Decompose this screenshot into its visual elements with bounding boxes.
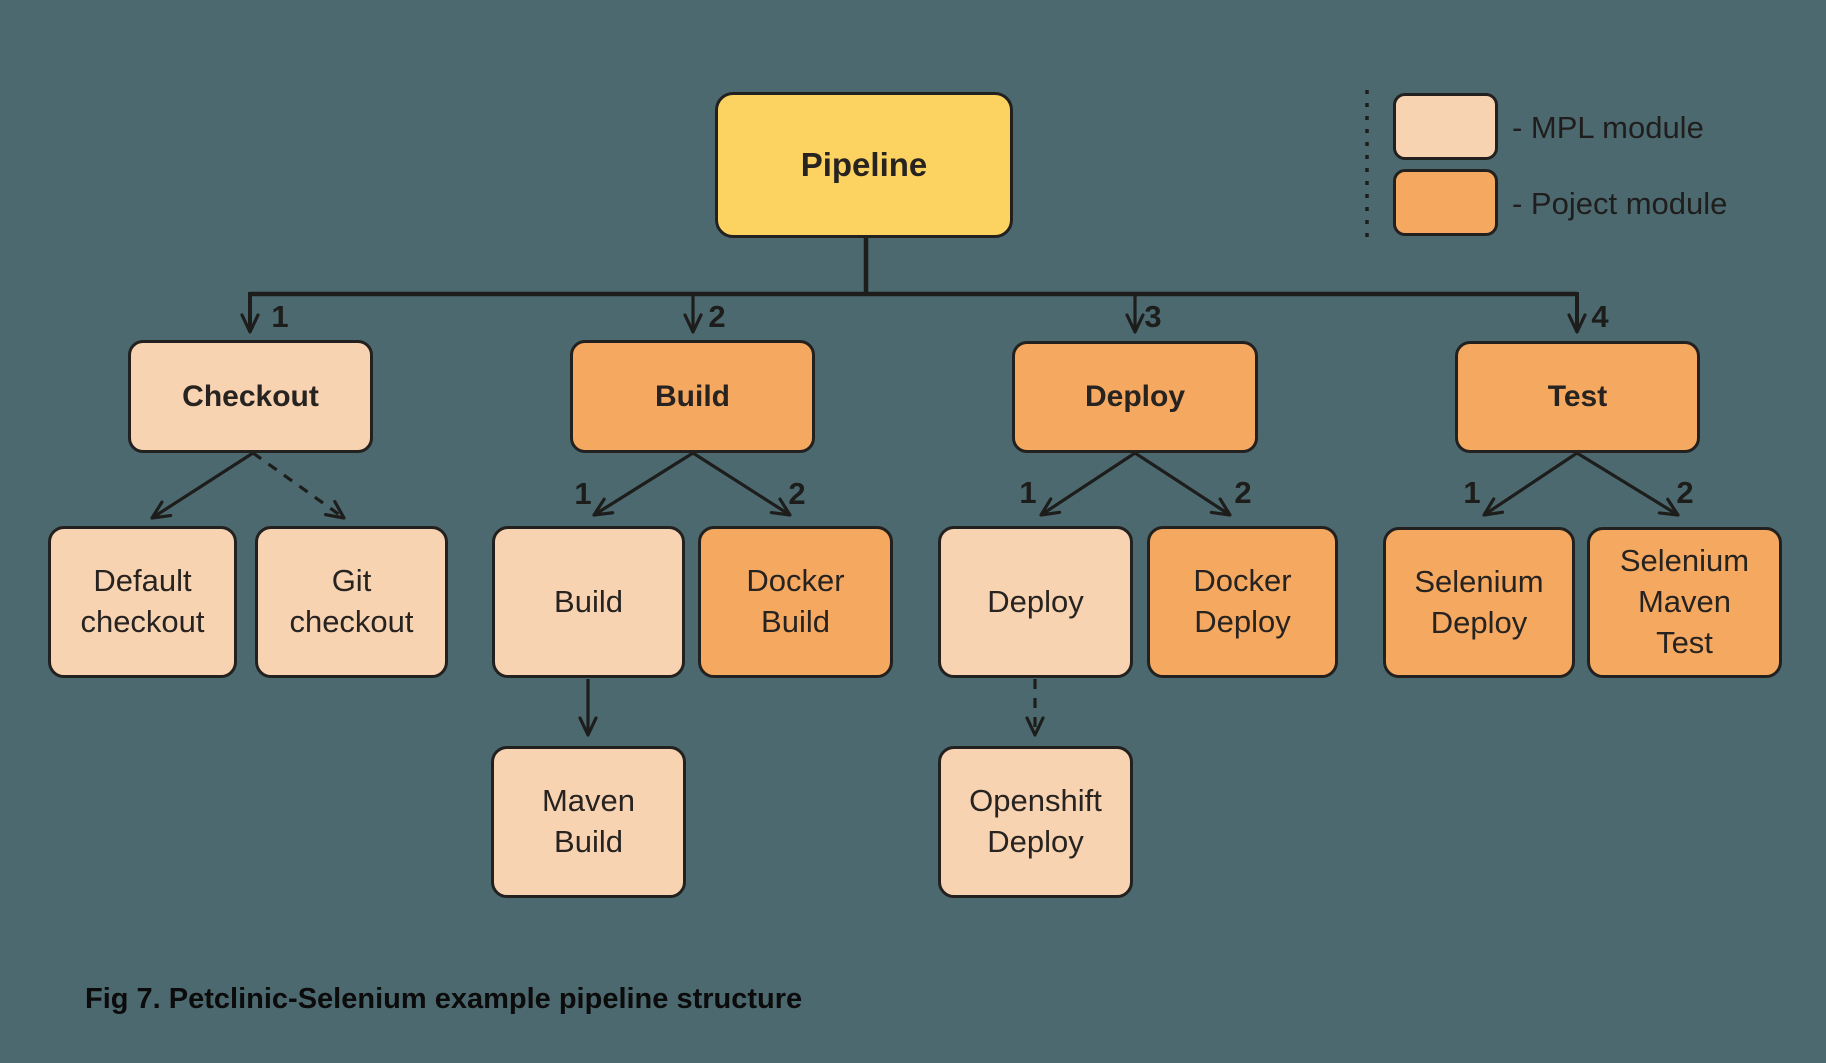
edge-label-stage-4: 4 xyxy=(1591,299,1609,334)
edge-label-stage-3: 3 xyxy=(1144,299,1162,334)
edge-deploy-docker xyxy=(1134,451,1232,517)
node-selenium-deploy: Selenium Deploy xyxy=(1383,527,1575,678)
node-docker-build: Docker Build xyxy=(698,526,893,678)
node-pipeline: Pipeline xyxy=(715,92,1013,238)
edge-label-stage-2: 2 xyxy=(708,299,726,334)
node-default-checkout: Default checkout xyxy=(48,526,237,678)
edge-label-stage-1: 1 xyxy=(271,299,289,334)
edge-test-selenium-deploy xyxy=(1482,451,1578,517)
node-test: Test xyxy=(1455,341,1700,453)
edge-label-deploy-1: 1 xyxy=(1019,475,1037,510)
node-maven-build: Maven Build xyxy=(491,746,686,898)
node-selenium-maven-test: Selenium Maven Test xyxy=(1587,527,1782,678)
legend-project-swatch xyxy=(1393,169,1498,236)
edge-checkout-default xyxy=(150,451,254,520)
edge-build-docker xyxy=(692,451,792,517)
node-docker-deploy: Docker Deploy xyxy=(1147,526,1338,678)
node-build-child: Build xyxy=(492,526,685,678)
legend-project-label: - Poject module xyxy=(1512,186,1728,221)
edge-checkout-git xyxy=(252,451,346,520)
legend-mpl-label: - MPL module xyxy=(1512,110,1704,145)
edge-test-selenium-maven xyxy=(1576,451,1680,517)
edge-label-build-1: 1 xyxy=(574,476,592,511)
edge-label-test-2: 2 xyxy=(1676,475,1694,510)
legend-mpl-swatch xyxy=(1393,93,1498,160)
edge-deploy-deploy xyxy=(1039,451,1136,517)
node-deploy: Deploy xyxy=(1012,341,1258,453)
node-git-checkout: Git checkout xyxy=(255,526,448,678)
edge-label-deploy-2: 2 xyxy=(1234,475,1252,510)
edge-label-test-1: 1 xyxy=(1463,475,1481,510)
node-openshift-deploy: Openshift Deploy xyxy=(938,746,1133,898)
edge-build-build xyxy=(592,451,694,517)
node-checkout: Checkout xyxy=(128,340,373,453)
edge-label-build-2: 2 xyxy=(788,476,806,511)
node-deploy-child: Deploy xyxy=(938,526,1133,678)
node-build: Build xyxy=(570,340,815,453)
figure-caption: Fig 7. Petclinic-Selenium example pipeli… xyxy=(85,983,803,1015)
